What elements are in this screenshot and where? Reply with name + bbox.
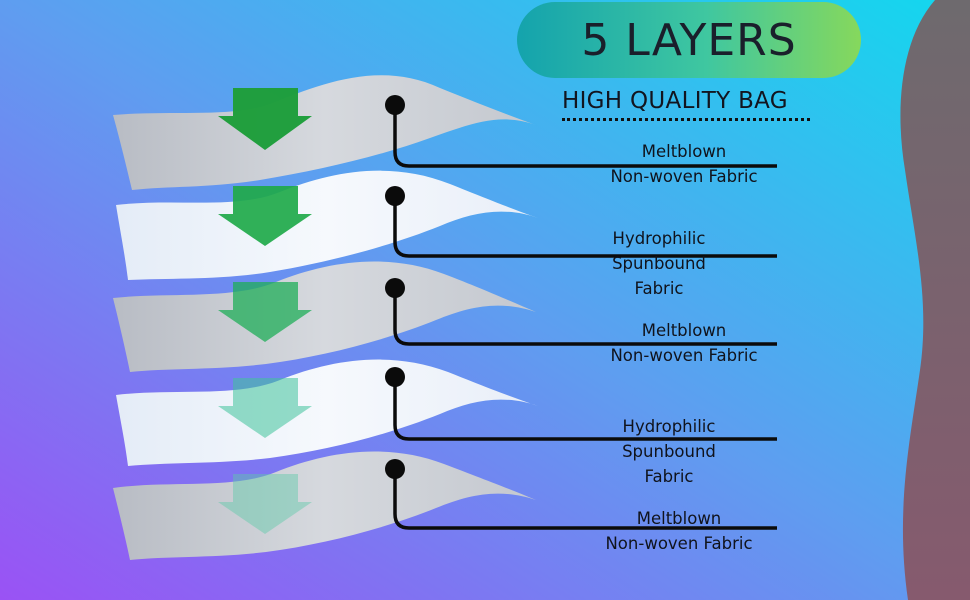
pointer-lines — [393, 105, 777, 530]
layer-label-3-line2: Non-woven Fabric — [610, 346, 758, 365]
subtitle-underline — [562, 118, 810, 121]
layer-label-5-line1: Meltblown — [636, 509, 722, 528]
page-title: 5 LAYERS — [581, 14, 797, 66]
fabric-sheet-2 — [116, 170, 538, 280]
pointer-dot-3 — [385, 278, 405, 298]
pointer-dots — [385, 95, 405, 479]
right-wave-shape — [900, 0, 970, 600]
pointer-line-3 — [393, 288, 777, 346]
fabric-sheet-1 — [113, 75, 536, 190]
layer-label-5: Meltblown Non-woven Fabric — [588, 506, 770, 556]
pointer-line-5 — [393, 469, 777, 530]
layer-label-4: Hydrophilic Spunbound Fabric — [607, 414, 731, 489]
layer-label-2: Hydrophilic Spunbound Fabric — [597, 226, 721, 301]
layer-label-2-line1: Hydrophilic — [612, 229, 706, 248]
layer-label-1-line1: Meltblown — [641, 142, 727, 161]
fabric-sheet-3 — [113, 261, 536, 372]
pointer-line-2 — [393, 196, 777, 258]
layer-label-3-line1: Meltblown — [641, 321, 727, 340]
layer-label-4-line3: Fabric — [644, 467, 694, 486]
pointer-dot-2 — [385, 186, 405, 206]
down-arrow-icon — [218, 88, 312, 150]
title-badge: 5 LAYERS — [517, 2, 861, 78]
pointer-line-4 — [393, 377, 777, 441]
fabric-sheet-4 — [116, 359, 538, 466]
pointer-dot-4 — [385, 367, 405, 387]
layer-label-2-line3: Fabric — [634, 279, 684, 298]
layer-label-5-line2: Non-woven Fabric — [605, 534, 753, 553]
subtitle: HIGH QUALITY BAG — [562, 88, 788, 114]
down-arrow-icon — [218, 378, 312, 438]
fabric-layer-4 — [116, 359, 538, 466]
pointer-line-1 — [393, 105, 777, 168]
down-arrow-icon — [218, 474, 312, 534]
fabric-layer-3 — [113, 261, 536, 372]
layer-label-1-line2: Non-woven Fabric — [610, 167, 758, 186]
fabric-layer-5 — [113, 451, 536, 560]
fabric-sheet-5 — [113, 451, 536, 560]
pointer-dot-1 — [385, 95, 405, 115]
fabric-layer-1 — [113, 75, 536, 190]
layer-label-1: Meltblown Non-woven Fabric — [594, 139, 774, 189]
layer-label-4-line2: Spunbound — [622, 442, 716, 461]
fabric-layer-2 — [116, 170, 538, 280]
pointer-dot-5 — [385, 459, 405, 479]
down-arrow-icon — [218, 282, 312, 342]
layer-label-4-line1: Hydrophilic — [622, 417, 716, 436]
layer-label-2-line2: Spunbound — [612, 254, 706, 273]
down-arrow-icon — [218, 186, 312, 246]
layer-label-3: Meltblown Non-woven Fabric — [594, 318, 774, 368]
